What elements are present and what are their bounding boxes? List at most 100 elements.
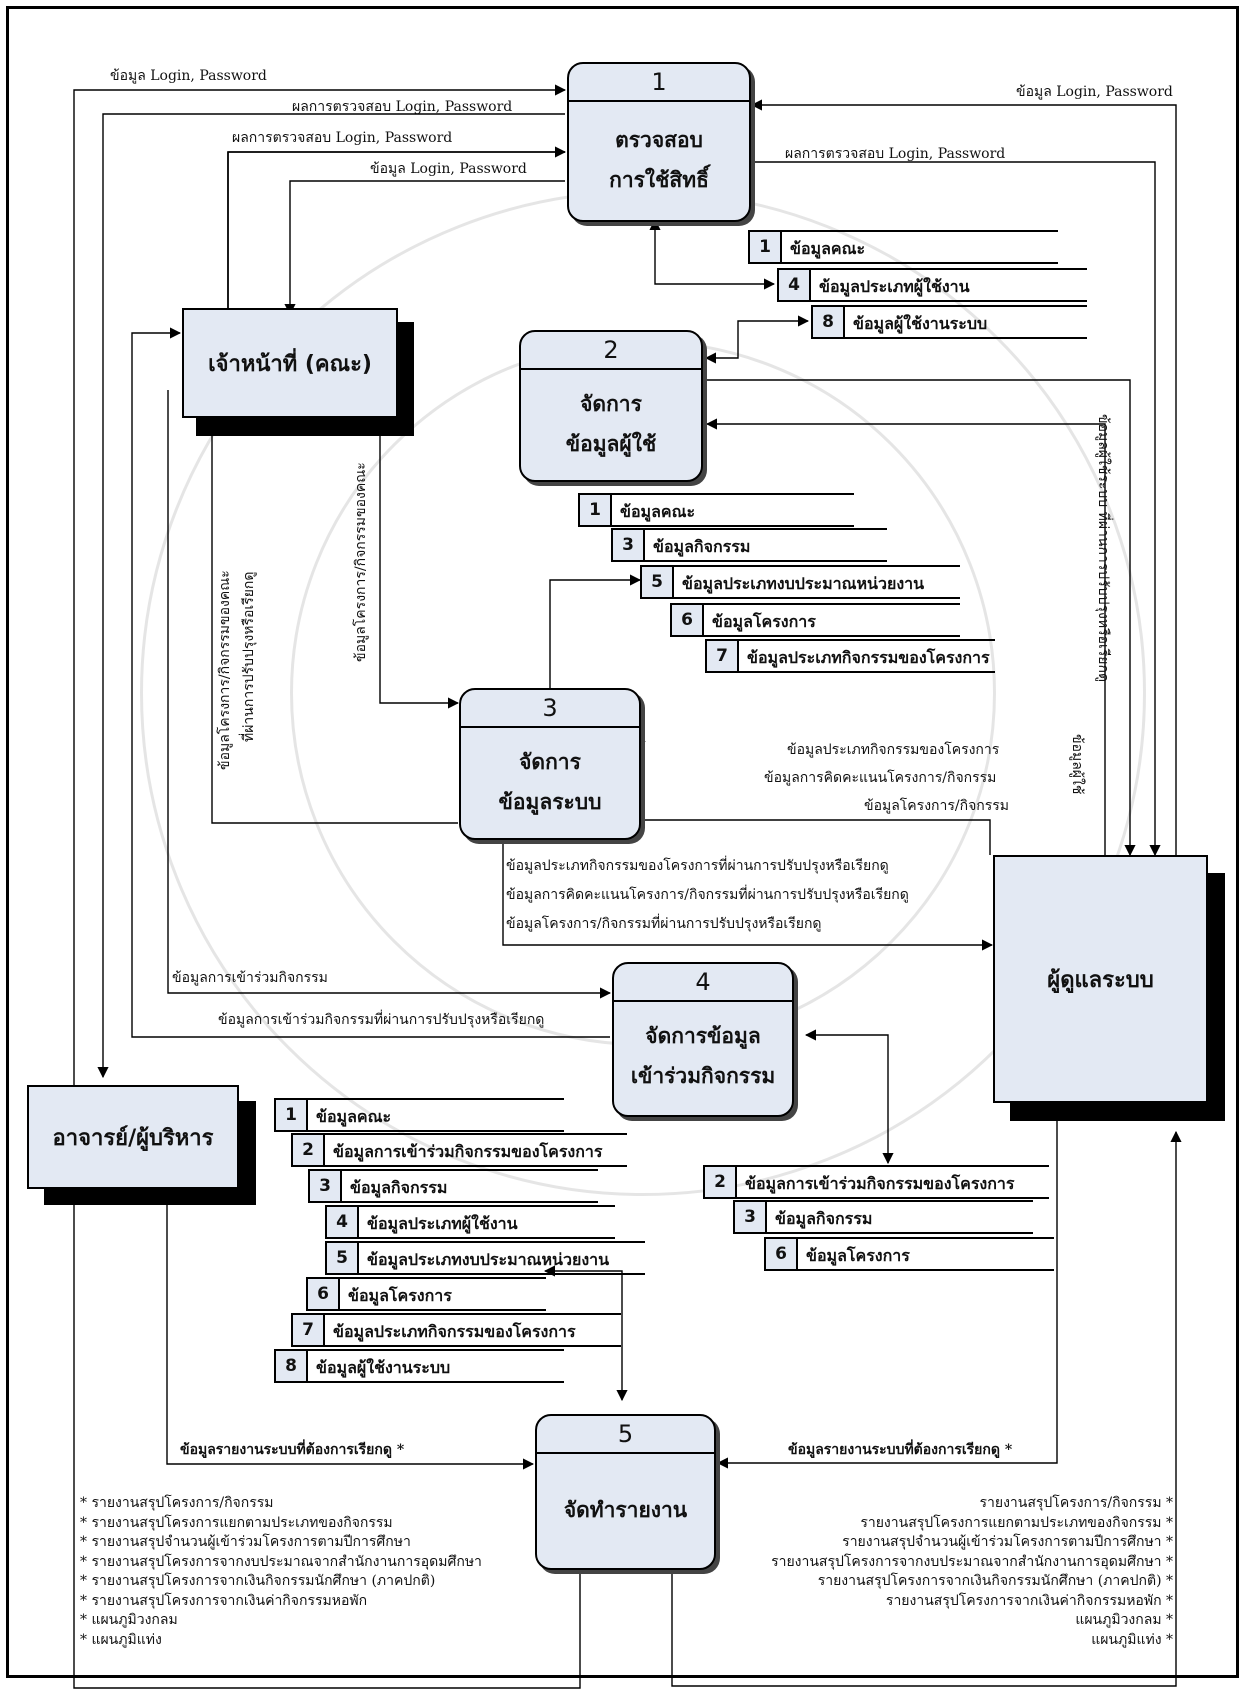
datastore: 2 ข้อมูลการเข้าร่วมกิจกรรมของโครงการ <box>291 1133 627 1167</box>
process-1-check-rights: 1 ตรวจสอบ การใช้สิทธิ์ <box>567 62 751 222</box>
process-title-line2: เข้าร่วมกิจกรรม <box>630 1064 776 1088</box>
datastore-divider <box>340 1169 342 1203</box>
datastore-label: ข้อมูลโครงการ <box>348 1286 452 1305</box>
datastore-top-line <box>610 493 854 495</box>
flow-label-vertical: ที่ผ่านการปรับปรุงหรือเรียกดู <box>241 571 257 743</box>
datastore-number: 3 <box>733 1200 765 1234</box>
datastore-divider <box>672 565 674 599</box>
datastore-top-line <box>702 603 960 605</box>
datastore-bottom-line <box>737 671 995 673</box>
datastore-top-line <box>737 639 995 641</box>
flow-label: ข้อมูล Login, Password <box>370 161 527 177</box>
datastore-divider <box>323 1133 325 1167</box>
datastore: 6 ข้อมูลโครงการ <box>670 603 960 637</box>
datastore-top-line <box>306 1349 564 1351</box>
flow-label-vertical: ข้อมูลผู้ใช้ <box>1069 734 1085 795</box>
datastore-top-line <box>323 1313 621 1315</box>
datastore-divider <box>357 1241 359 1275</box>
entity-teacher: อาจารย์/ผู้บริหาร <box>27 1085 239 1189</box>
datastore-divider <box>357 1205 359 1239</box>
datastore: 7 ข้อมูลประเภทกิจกรรมของโครงการ <box>291 1313 621 1347</box>
process-title-line1: จัดทำรายงาน <box>563 1498 688 1522</box>
datastore-number: 4 <box>777 268 809 302</box>
datastore-label: ข้อมูลคณะ <box>316 1107 392 1126</box>
process-3-manage-system: 3 จัดการ ข้อมูลระบบ <box>459 688 641 840</box>
datastore-number: 2 <box>291 1133 323 1167</box>
datastore-label: ข้อมูลกิจกรรม <box>653 537 751 556</box>
flow-label: ข้อมูลประเภทกิจกรรมของโครงการที่ผ่านการป… <box>506 858 889 874</box>
datastore-label: ข้อมูลประเภทงบประมาณหน่วยงาน <box>682 574 925 593</box>
datastore-divider <box>809 268 811 302</box>
report-item: * แผนภูมิวงกลม <box>80 1612 178 1628</box>
process-title-line1: ตรวจสอบ <box>615 128 703 152</box>
datastore-top-line <box>357 1241 645 1243</box>
flow-label: ข้อมูล Login, Password <box>110 68 267 84</box>
datastore-top-line <box>643 528 887 530</box>
datastore-top-line <box>843 305 1087 307</box>
datastore-number: 1 <box>748 230 780 264</box>
report-item: รายงานสรุปโครงการ/กิจกรรม * <box>979 1495 1174 1511</box>
report-item: * รายงานสรุปโครงการจากงบประมาณจากสำนักงา… <box>80 1553 482 1570</box>
datastore-bottom-line <box>357 1273 645 1275</box>
datastore-label: ข้อมูลกิจกรรม <box>775 1209 873 1228</box>
flow-label: ข้อมูลการเข้าร่วมกิจกรรมที่ผ่านการปรับปร… <box>218 1012 545 1028</box>
report-list-left: * รายงานสรุปโครงการ/กิจกรรม * รายงานสรุป… <box>80 1494 482 1650</box>
datastore-top-line <box>357 1205 615 1207</box>
datastore-number: 5 <box>640 565 672 599</box>
datastore-number: 7 <box>291 1313 323 1347</box>
datastore: 1 ข้อมูลคณะ <box>274 1098 564 1132</box>
datastore: 4 ข้อมูลประเภทผู้ใช้งาน <box>777 268 1087 302</box>
datastore-divider <box>323 1313 325 1347</box>
datastore-bottom-line <box>843 337 1087 339</box>
datastore-label: ข้อมูลผู้ใช้งานระบบ <box>316 1358 451 1377</box>
page-border <box>6 6 1239 1678</box>
datastore-divider <box>780 230 782 264</box>
process-5-reports: 5 จัดทำรายงาน <box>535 1414 716 1570</box>
datastore-number: 8 <box>274 1349 306 1383</box>
flow-label: ผลการตรวจสอบ Login, Password <box>785 146 1006 162</box>
datastore: 8 ข้อมูลผู้ใช้งานระบบ <box>811 305 1087 339</box>
flow-label: ข้อมูล Login, Password <box>1016 84 1173 100</box>
datastore: 1 ข้อมูลคณะ <box>578 493 854 527</box>
datastore-number: 8 <box>811 305 843 339</box>
datastore-bottom-line <box>323 1345 621 1347</box>
datastore: 6 ข้อมูลโครงการ <box>306 1277 546 1311</box>
report-item: รายงานสรุปโครงการจากเงินกิจกรรมนักศึกษา … <box>817 1573 1173 1589</box>
datastore-label: ข้อมูลประเภทงบประมาณหน่วยงาน <box>367 1250 610 1269</box>
report-item: รายงานสรุปโครงการแยกตามประเภทของกิจกรรม … <box>860 1514 1173 1531</box>
datastore-divider <box>306 1098 308 1132</box>
datastore-number: 6 <box>764 1237 796 1271</box>
datastore-divider <box>735 1165 737 1199</box>
process-number: 1 <box>569 64 749 102</box>
process-title-line1: จัดการ <box>580 392 642 416</box>
flow-label: ข้อมูลโครงการ/กิจกรรม <box>864 798 1010 814</box>
datastore-label: ข้อมูลประเภทผู้ใช้งาน <box>819 277 970 296</box>
datastore: 2 ข้อมูลการเข้าร่วมกิจกรรมของโครงการ <box>703 1165 1049 1199</box>
datastore-divider <box>643 528 645 562</box>
report-item: * แผนภูมิแท่ง <box>80 1631 162 1648</box>
datastore-top-line <box>809 268 1087 270</box>
datastore-top-line <box>765 1200 1033 1202</box>
entity-staff: เจ้าหน้าที่ (คณะ) <box>182 308 398 418</box>
datastore-label: ข้อมูลการเข้าร่วมกิจกรรมของโครงการ <box>745 1174 1015 1193</box>
datastore-top-line <box>338 1277 546 1279</box>
datastore-number: 3 <box>308 1169 340 1203</box>
datastore-divider <box>610 493 612 527</box>
datastore-number: 7 <box>705 639 737 673</box>
datastore: 6 ข้อมูลโครงการ <box>764 1237 1054 1271</box>
datastore-divider <box>843 305 845 339</box>
datastore-bottom-line <box>306 1381 564 1383</box>
flow-label: ข้อมูลรายงานระบบที่ต้องการเรียกดู * <box>788 1442 1013 1458</box>
datastore-bottom-line <box>780 262 1058 264</box>
datastore-top-line <box>780 230 1058 232</box>
datastore: 5 ข้อมูลประเภทงบประมาณหน่วยงาน <box>640 565 960 599</box>
datastore-bottom-line <box>809 300 1087 302</box>
datastore-bottom-line <box>796 1269 1054 1271</box>
datastore-divider <box>796 1237 798 1271</box>
datastore-label: ข้อมูลผู้ใช้งานระบบ <box>853 314 988 333</box>
process-title-line1: จัดการ <box>519 750 581 774</box>
process-number: 5 <box>537 1416 714 1454</box>
datastore-divider <box>338 1277 340 1311</box>
datastore-bottom-line <box>306 1130 564 1132</box>
